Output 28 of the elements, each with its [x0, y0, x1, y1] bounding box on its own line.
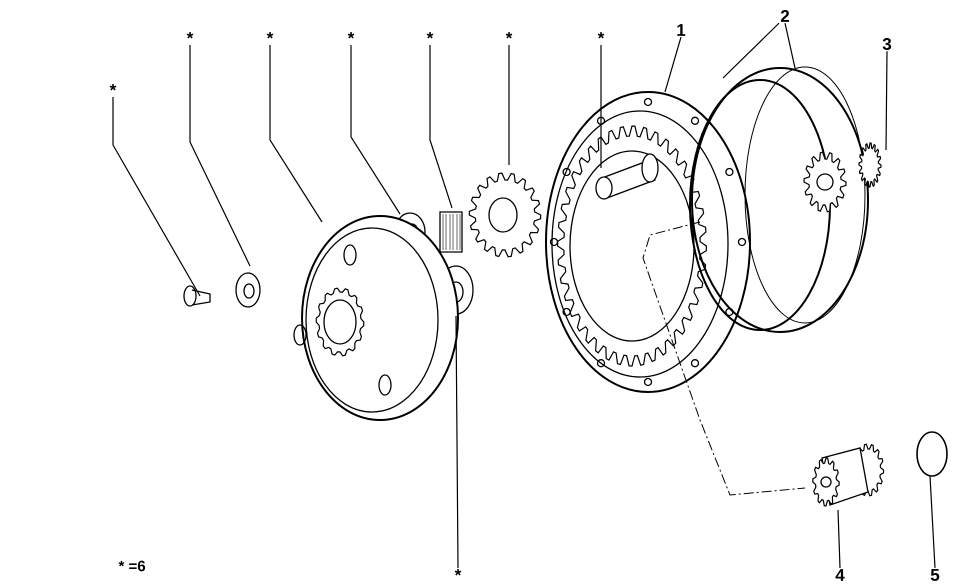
- note: * =6: [118, 560, 146, 572]
- callout-number: 5: [930, 569, 940, 581]
- callout-number: *: [598, 32, 604, 38]
- callout-number: *: [348, 32, 354, 38]
- leader-line: [600, 45, 602, 168]
- callout-number: 2: [780, 10, 790, 22]
- callout-number: *: [454, 569, 462, 576]
- leader-line: [112, 97, 201, 296]
- callout-number: *: [110, 84, 116, 90]
- leader-line: [929, 476, 936, 568]
- callout-number: *: [426, 32, 434, 38]
- callout-number: *: [506, 32, 512, 38]
- leader-line: [189, 45, 251, 266]
- callout-number: 3: [882, 38, 892, 50]
- leader-line: [455, 316, 459, 568]
- leader-line: [837, 510, 841, 568]
- leader-line: [664, 36, 682, 92]
- callout-number: 1: [677, 24, 686, 36]
- callout-number: *: [186, 32, 194, 38]
- leader-line: [269, 45, 323, 222]
- leader-line: [784, 23, 796, 68]
- leader-line: [722, 22, 780, 78]
- callout-number: 4: [836, 569, 845, 581]
- leader-line: [508, 45, 510, 165]
- leader-line: [885, 51, 888, 150]
- callout-number: *: [266, 32, 274, 38]
- leader-line: [350, 45, 401, 214]
- leader-line: [429, 45, 453, 208]
